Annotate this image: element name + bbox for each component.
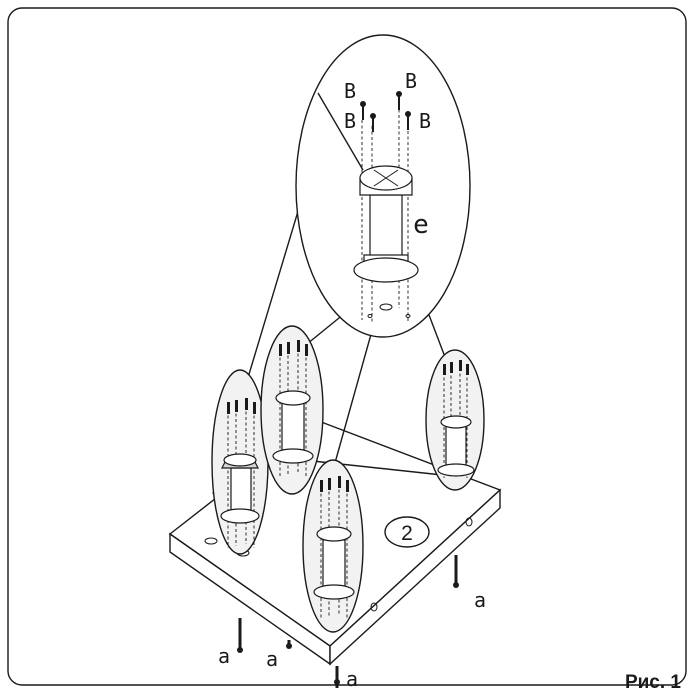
- screw-a-bottom: [334, 666, 340, 688]
- label-b-2: B: [405, 69, 417, 93]
- label-a-right: a: [474, 588, 486, 612]
- leg-oval-right: [425, 349, 485, 491]
- label-b-1: B: [344, 79, 356, 103]
- label-b-3: B: [344, 109, 356, 133]
- leg-oval-center: [302, 459, 364, 633]
- label-b-4: B: [419, 109, 431, 133]
- board-number: 2: [401, 522, 413, 545]
- figure-caption: Рис. 1: [625, 672, 681, 693]
- leg-detail: [353, 165, 419, 318]
- board-number-badge: 2: [384, 516, 430, 548]
- screw-a-right: [453, 555, 459, 588]
- label-a-mid: a: [266, 647, 278, 671]
- screw-a-mid: [286, 640, 292, 649]
- leg-oval-upper: [260, 325, 324, 495]
- screws-b: [360, 91, 411, 132]
- label-a-bottom: a: [346, 667, 358, 691]
- diagram-frame: [7, 7, 687, 686]
- screw-a-left: [237, 618, 243, 653]
- screws-a: [237, 555, 459, 688]
- leg-oval-left: [211, 369, 269, 555]
- label-a-left: a: [218, 644, 230, 668]
- detail-oval: B B B B e: [295, 34, 471, 338]
- label-e: e: [413, 210, 429, 240]
